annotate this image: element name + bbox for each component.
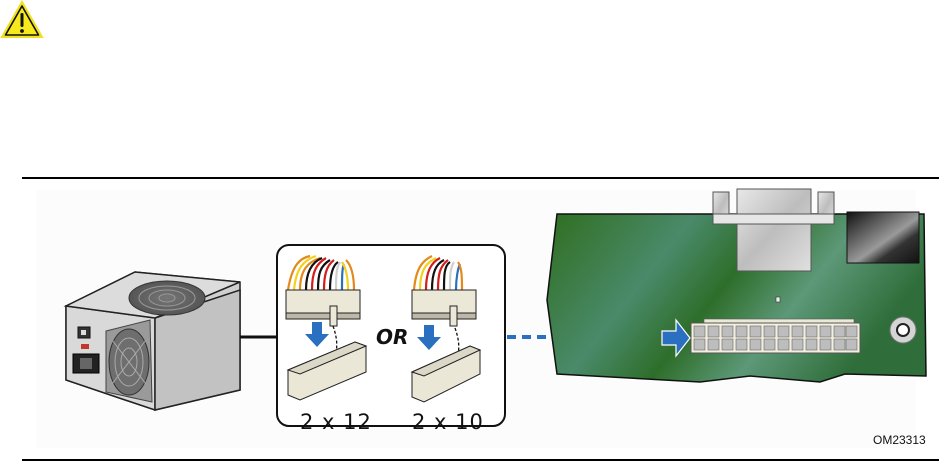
socket-2x12 <box>286 341 368 401</box>
top-fan-icon <box>128 280 206 316</box>
atx-power-header-icon <box>690 318 861 354</box>
target-arrow-icon <box>661 318 691 358</box>
insert-arrow-2x10-icon <box>417 325 441 350</box>
insert-arrow-2x12-icon <box>305 322 329 347</box>
serial-port-icon <box>712 188 835 272</box>
connector-label-2x12: 2 x 12 <box>300 410 372 434</box>
usb-port-block-icon <box>846 211 920 264</box>
motherboard <box>546 188 927 383</box>
figure-top-rule <box>22 177 939 179</box>
plug-2x10 <box>411 255 477 327</box>
or-label: OR <box>376 325 409 349</box>
led-icon <box>775 296 781 303</box>
voltage-selector-icon <box>81 344 89 349</box>
figure-bottom-rule <box>22 459 939 461</box>
power-supply <box>63 271 241 412</box>
mounting-hole-icon <box>889 316 917 344</box>
socket-2x10 <box>410 345 482 403</box>
connector-label-2x10: 2 x 10 <box>412 410 484 434</box>
plug-2x12 <box>285 254 361 327</box>
side-fan-icon <box>105 319 153 403</box>
warning-icon <box>0 0 44 38</box>
figure-id: OM23313 <box>873 433 926 447</box>
